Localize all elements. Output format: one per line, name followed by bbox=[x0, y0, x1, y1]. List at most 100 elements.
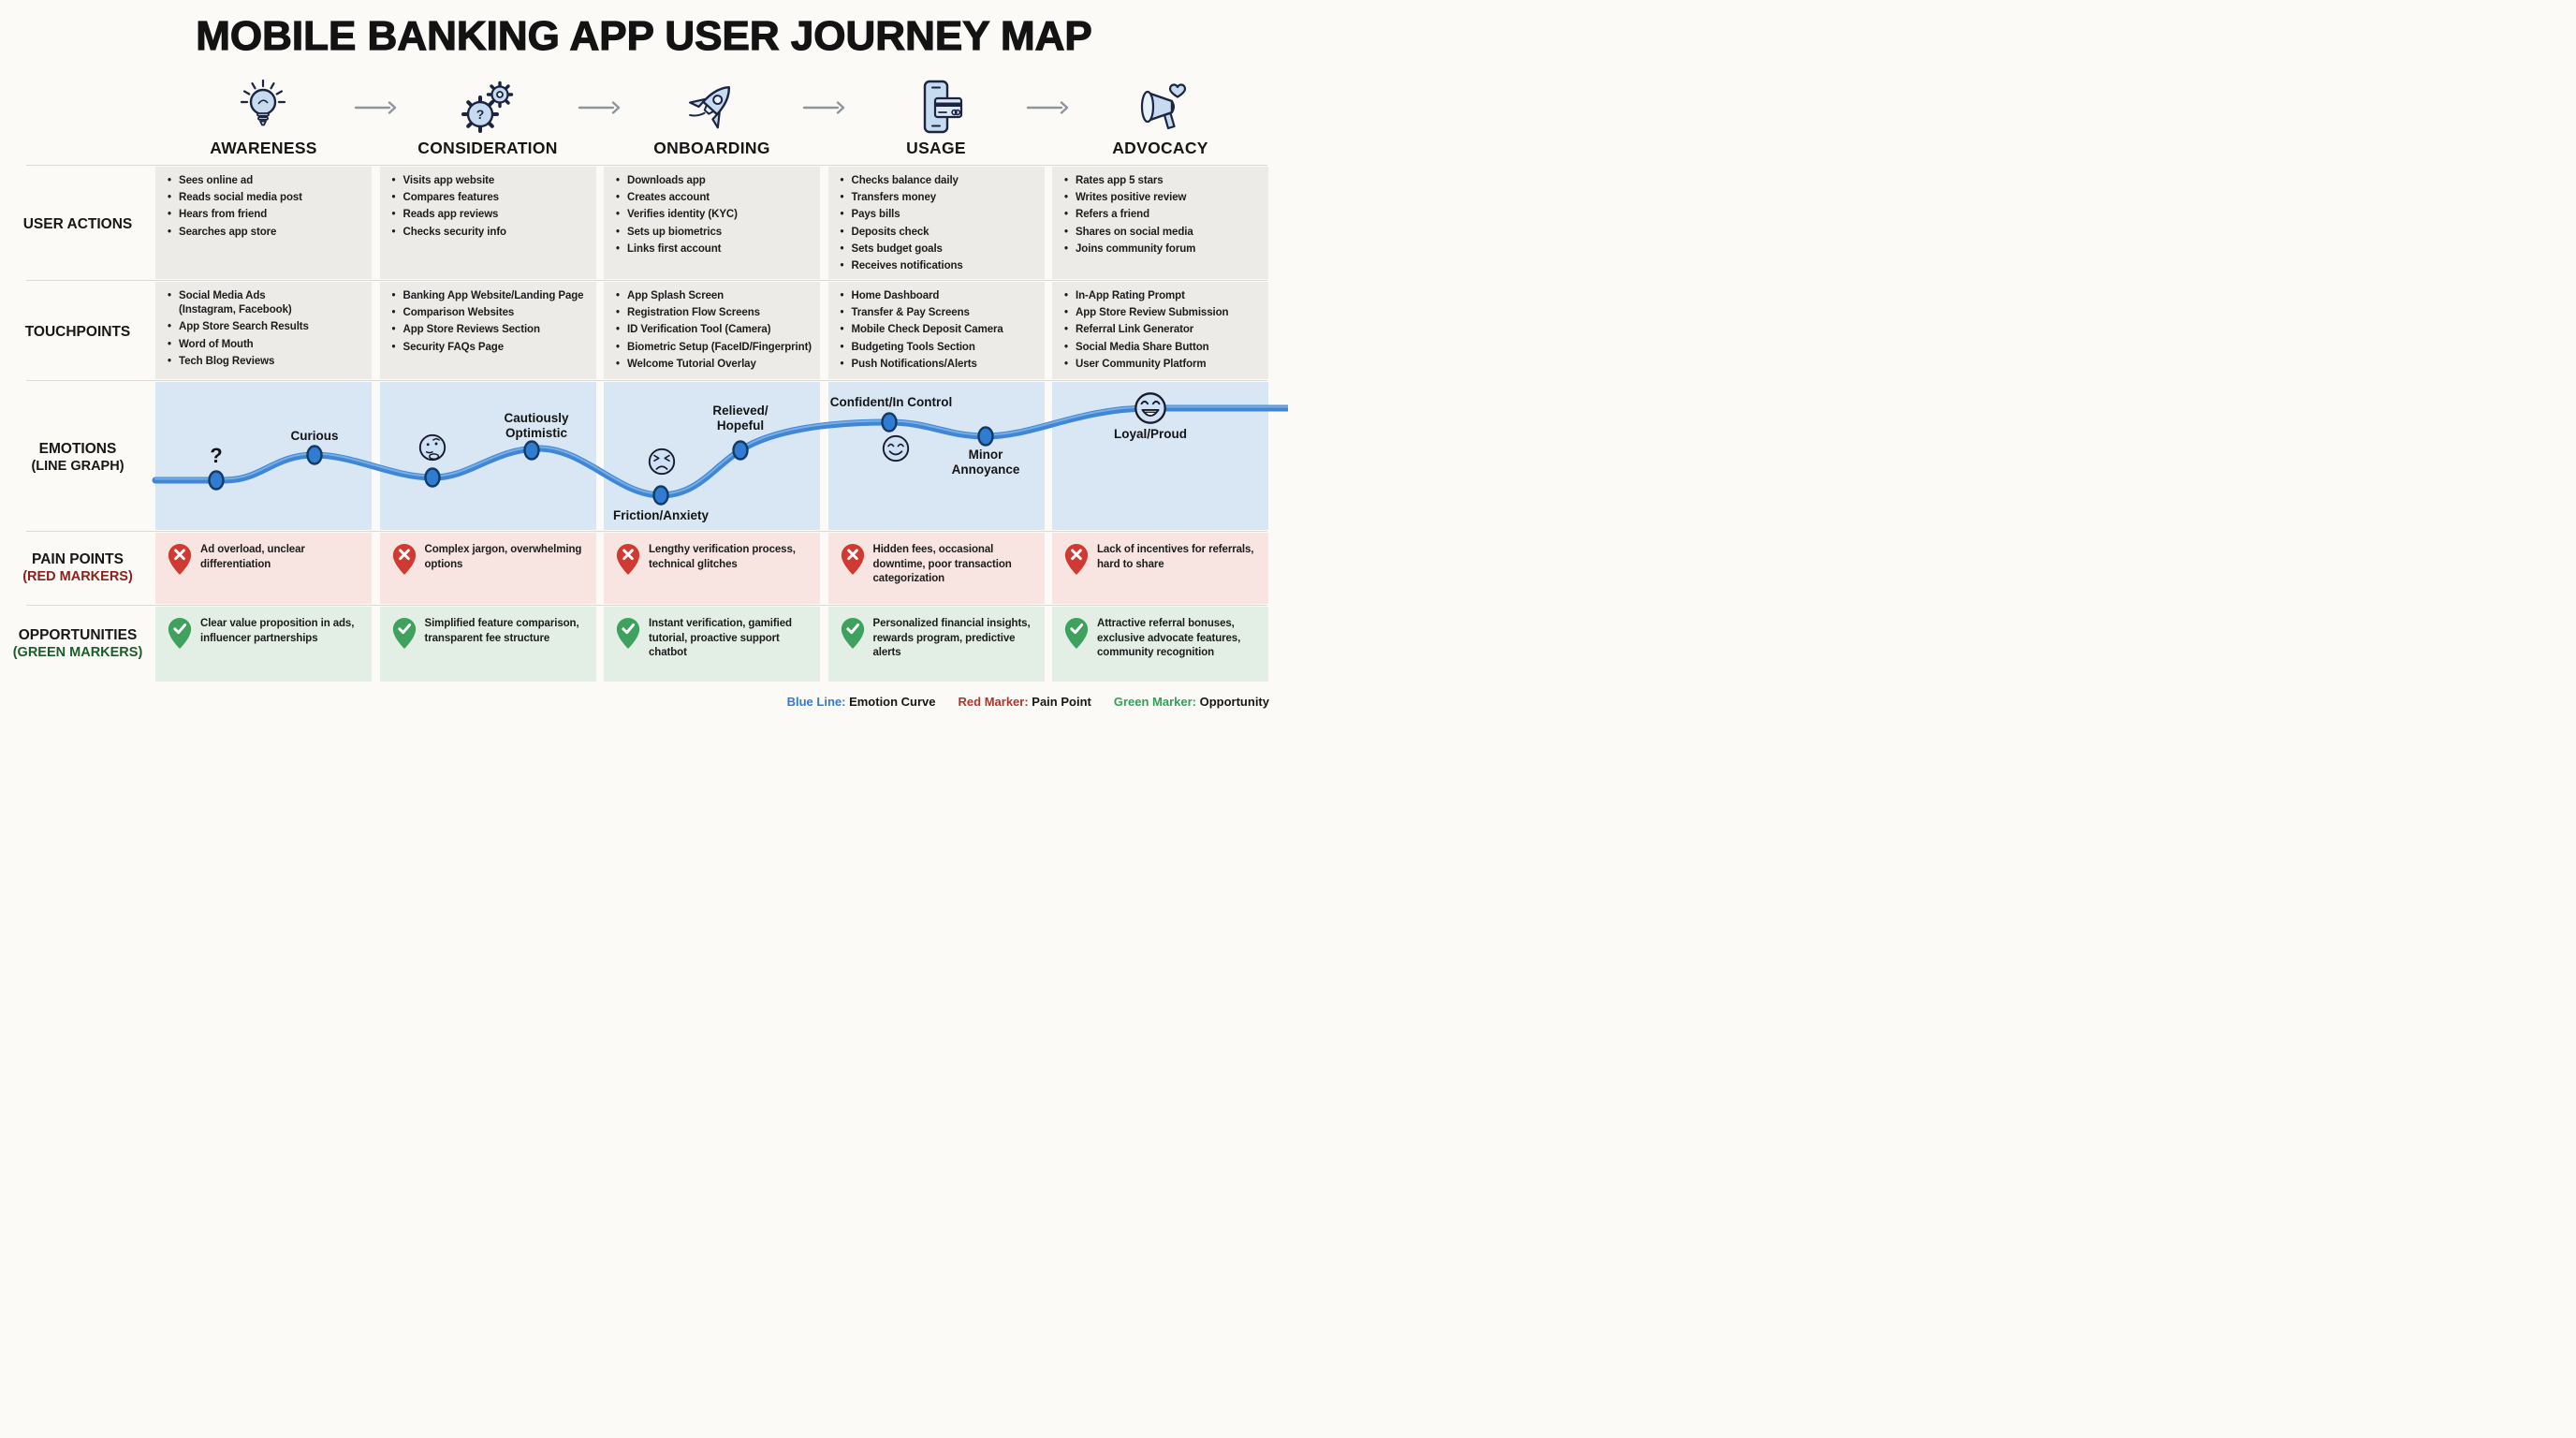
pain-point-consideration-cell: Complex jargon, overwhelming options bbox=[379, 533, 596, 604]
row-label-text: USER ACTIONS bbox=[22, 216, 133, 232]
pain-point-text: Ad overload, unclear differentiation bbox=[200, 544, 305, 570]
row-label-user-actions: USER ACTIONS bbox=[0, 215, 155, 233]
bullet-list: Sees online ad Reads social media postHea… bbox=[167, 174, 364, 240]
list-item: Comparison Websites bbox=[391, 306, 589, 320]
svg-text:?: ? bbox=[476, 107, 485, 122]
smiling-face-icon bbox=[882, 434, 910, 462]
legend-value: Opportunity bbox=[1196, 695, 1269, 709]
user-actions-advocacy-cell: Rates app 5 starsWrites positive reviewR… bbox=[1052, 167, 1268, 279]
emotion-label-curious: Curious bbox=[290, 428, 339, 443]
list-item: Mobile Check Deposit Camera bbox=[840, 323, 1037, 337]
divider bbox=[26, 280, 1267, 281]
touchpoints-onboarding-cell: App Splash ScreenRegistration Flow Scree… bbox=[604, 282, 820, 379]
arrow-right-icon bbox=[1026, 101, 1069, 114]
opportunity-onboarding-cell: Instant verification, gamified tutorial,… bbox=[604, 607, 820, 682]
list-item: Push Notifications/Alerts bbox=[840, 358, 1037, 372]
list-item: Sees online ad bbox=[167, 174, 364, 188]
legend-value: Emotion Curve bbox=[845, 695, 936, 709]
stage-onboarding-label: ONBOARDING bbox=[653, 139, 770, 157]
user-actions-consideration-cell: Visits app websiteCompares featuresReads… bbox=[379, 167, 596, 279]
bullet-list: App Splash ScreenRegistration Flow Scree… bbox=[615, 289, 812, 372]
list-item: App Store Reviews Section bbox=[391, 323, 589, 337]
green-pin-check-icon bbox=[616, 618, 640, 649]
emotion-label-relieved-hopeful: Relieved/ Hopeful bbox=[712, 403, 768, 433]
list-item: Word of Mouth bbox=[167, 338, 364, 352]
megaphone-heart-icon bbox=[1140, 83, 1187, 130]
list-item: Welcome Tutorial Overlay bbox=[615, 358, 812, 372]
list-item: App Store Search Results bbox=[167, 320, 364, 334]
opportunity-text: Personalized financial insights, rewards… bbox=[872, 618, 1031, 659]
list-item: App Store Review Submission bbox=[1063, 306, 1261, 320]
legend-item-emotion-curve: Blue Line: Emotion Curve bbox=[787, 695, 936, 709]
opportunity-text: Instant verification, gamified tutorial,… bbox=[649, 618, 792, 659]
row-label-text: OPPORTUNITIES bbox=[18, 627, 138, 643]
pain-point-text: Lengthy verification process, technical … bbox=[649, 544, 796, 570]
divider bbox=[26, 165, 1267, 166]
list-item: In-App Rating Prompt bbox=[1063, 289, 1261, 303]
list-item: Social Media Ads (Instagram, Facebook) bbox=[167, 289, 364, 317]
opportunity-text: Clear value proposition in ads, influenc… bbox=[200, 618, 355, 644]
emotion-label-friction-anxiety: Friction/Anxiety bbox=[612, 507, 710, 522]
list-item: Biometric Setup (FaceID/Fingerprint) bbox=[615, 341, 812, 355]
pain-point-onboarding-cell: Lengthy verification process, technical … bbox=[604, 533, 820, 604]
list-item: Receives notifications bbox=[840, 259, 1037, 273]
list-item: Registration Flow Screens bbox=[615, 306, 812, 320]
list-item: Referral Link Generator bbox=[1063, 323, 1261, 337]
list-item: Hears from friend bbox=[167, 208, 364, 222]
opportunity-advocacy-cell: Attractive referral bonuses, exclusive a… bbox=[1052, 607, 1268, 682]
bullet-list: Visits app websiteCompares featuresReads… bbox=[391, 174, 589, 240]
red-pin-x-icon bbox=[1064, 544, 1089, 575]
emotion-label-question: ? bbox=[210, 443, 223, 467]
list-item: App Splash Screen bbox=[615, 289, 812, 303]
stage-advocacy-label: ADVOCACY bbox=[1112, 139, 1208, 157]
list-item: User Community Platform bbox=[1063, 358, 1261, 372]
stage-awareness-label: AWARENESS bbox=[210, 139, 317, 157]
opportunity-usage-cell: Personalized financial insights, rewards… bbox=[827, 607, 1045, 682]
arrow-right-icon bbox=[354, 101, 397, 114]
list-item: Checks balance daily bbox=[840, 174, 1037, 188]
list-item: Social Media Share Button bbox=[1063, 341, 1261, 355]
red-pin-x-icon bbox=[168, 544, 192, 575]
row-label-emotions: EMOTIONS (LINE GRAPH) bbox=[0, 440, 155, 476]
list-item: ID Verification Tool (Camera) bbox=[615, 323, 812, 337]
pain-point-awareness-cell: Ad overload, unclear differentiation bbox=[155, 533, 372, 604]
bullet-list: Home DashboardTransfer & Pay ScreensMobi… bbox=[840, 289, 1037, 372]
row-label-opportunities: OPPORTUNITIES (GREEN MARKERS) bbox=[0, 626, 155, 662]
list-item: Visits app website bbox=[391, 174, 589, 188]
touchpoints-consideration-cell: Banking App Website/Landing PageComparis… bbox=[379, 282, 596, 379]
list-item: Verifies identity (KYC) bbox=[615, 208, 812, 222]
list-item: Reads app reviews bbox=[391, 208, 589, 222]
thinking-face-icon bbox=[418, 433, 446, 462]
legend-item-pain-point: Red Marker: Pain Point bbox=[959, 695, 1091, 709]
list-item: Home Dashboard bbox=[840, 289, 1037, 303]
opportunity-text: Attractive referral bonuses, exclusive a… bbox=[1097, 618, 1241, 659]
arrow-right-icon bbox=[802, 101, 845, 114]
gears-icon: ? bbox=[461, 81, 514, 133]
bullet-list: Checks balance dailyTransfers moneyPays … bbox=[840, 174, 1037, 273]
emotion-label-cautiously-optimistic: Cautiously Optimistic bbox=[504, 410, 569, 440]
green-pin-check-icon bbox=[168, 618, 192, 649]
row-label-text: TOUCHPOINTS bbox=[24, 324, 131, 340]
pain-point-advocacy-cell: Lack of incentives for referrals, hard t… bbox=[1052, 533, 1268, 604]
lightbulb-icon bbox=[240, 79, 286, 126]
bullet-list: Banking App Website/Landing PageComparis… bbox=[391, 289, 589, 355]
divider bbox=[26, 605, 1267, 606]
legend: Blue Line: Emotion Curve Red Marker: Pai… bbox=[787, 695, 1269, 709]
emotion-label-loyal-proud: Loyal/Proud bbox=[1113, 426, 1188, 441]
user-actions-onboarding-cell: Downloads appCreates accountVerifies ide… bbox=[604, 167, 820, 279]
legend-value: Pain Point bbox=[1028, 695, 1091, 709]
stage-consideration-label: CONSIDERATION bbox=[417, 139, 558, 157]
list-item: Creates account bbox=[615, 191, 812, 205]
green-pin-check-icon bbox=[392, 618, 416, 649]
row-label-text: EMOTIONS bbox=[38, 441, 117, 457]
row-sublabel-text: (LINE GRAPH) bbox=[31, 459, 124, 475]
list-item: Reads social media post bbox=[167, 191, 364, 205]
opportunity-consideration-cell: Simplified feature comparison, transpare… bbox=[379, 607, 596, 682]
pain-point-usage-cell: Hidden fees, occasional downtime, poor t… bbox=[827, 533, 1045, 604]
user-actions-usage-cell: Checks balance dailyTransfers moneyPays … bbox=[827, 167, 1045, 279]
opportunity-awareness-cell: Clear value proposition in ads, influenc… bbox=[155, 607, 372, 682]
list-item: Sets budget goals bbox=[840, 242, 1037, 257]
row-label-text: PAIN POINTS bbox=[32, 551, 124, 567]
list-item: Writes positive review bbox=[1063, 191, 1261, 205]
legend-key: Green Marker: bbox=[1113, 695, 1196, 709]
